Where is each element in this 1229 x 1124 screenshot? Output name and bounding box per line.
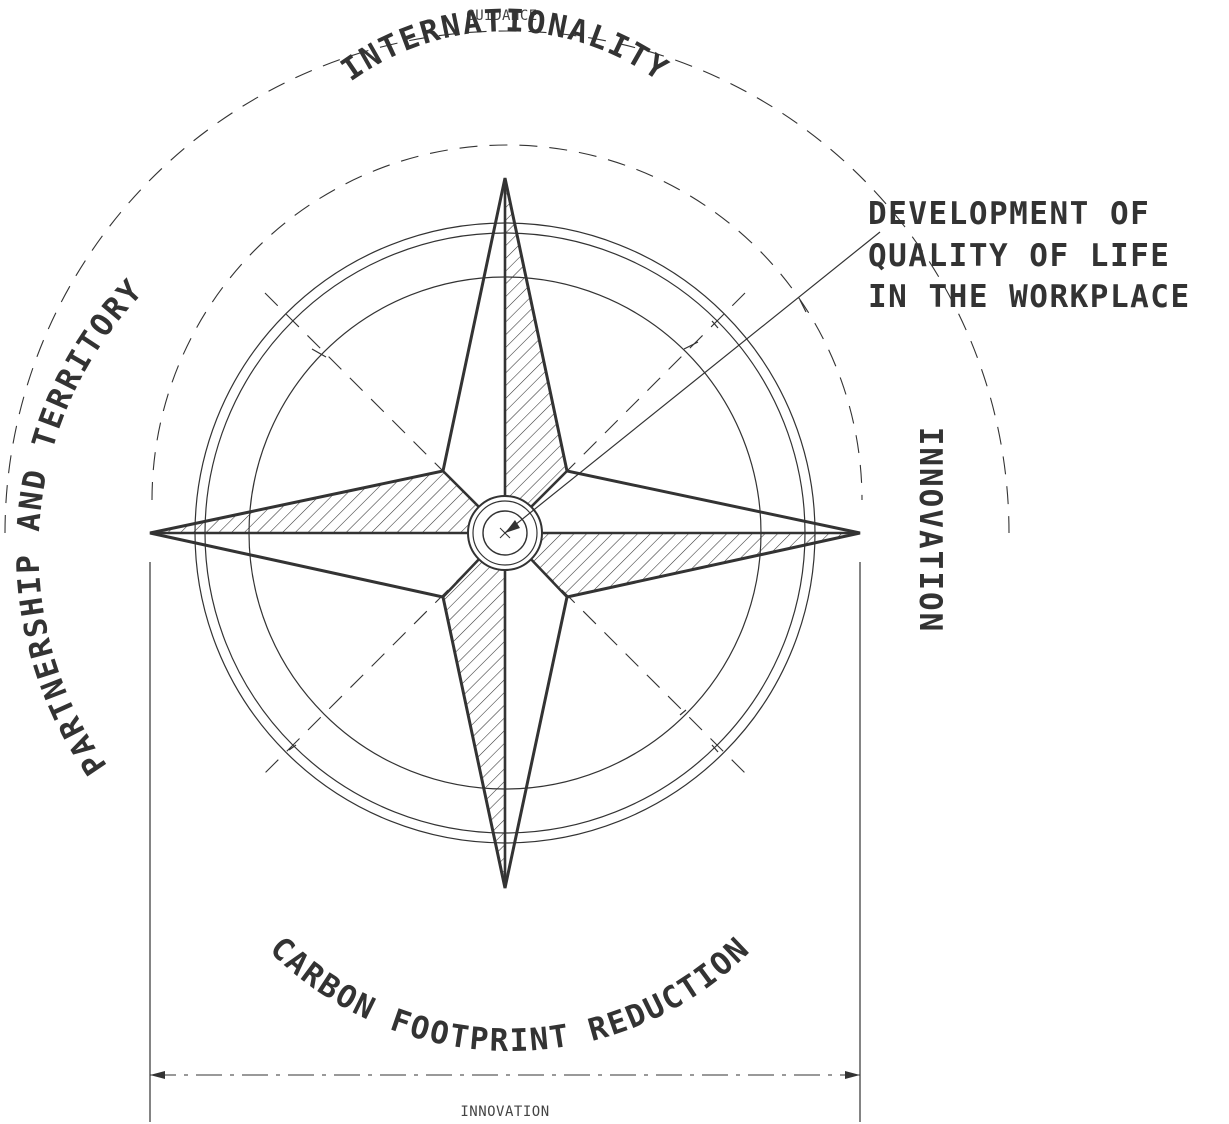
callout-line-1: DEVELOPMENT OF [868, 196, 1150, 232]
compass-star [149, 177, 861, 889]
guidance-label: GUIDANCE [466, 8, 537, 24]
north-point-shaded [505, 178, 567, 533]
callout-line-3: IN THE WORKPLACE [868, 279, 1191, 315]
dimension-arrow-right [845, 1071, 860, 1079]
callout-arrowhead [505, 520, 520, 533]
west-point-shaded [150, 471, 505, 533]
east-point-shaded [505, 533, 860, 597]
partnership-territory-label: PARTNERSHIP AND TERRITORY [10, 272, 150, 782]
callout-line-2: QUALITY OF LIFE [868, 238, 1170, 274]
inner-dashed-arc [151, 144, 863, 501]
callout-leader-line [504, 231, 881, 534]
ring-ticks [288, 299, 807, 753]
carbon-footprint-label: CARBON FOOTPRINT REDUCTION [263, 930, 758, 1059]
outer-dashed-arc [4, 30, 1010, 534]
dimension-label: INNOVATION [460, 1104, 549, 1120]
innovation-side-label: INNOVATION [912, 427, 948, 634]
dimension-arrow-left [150, 1071, 165, 1079]
south-point-shaded [443, 533, 505, 888]
